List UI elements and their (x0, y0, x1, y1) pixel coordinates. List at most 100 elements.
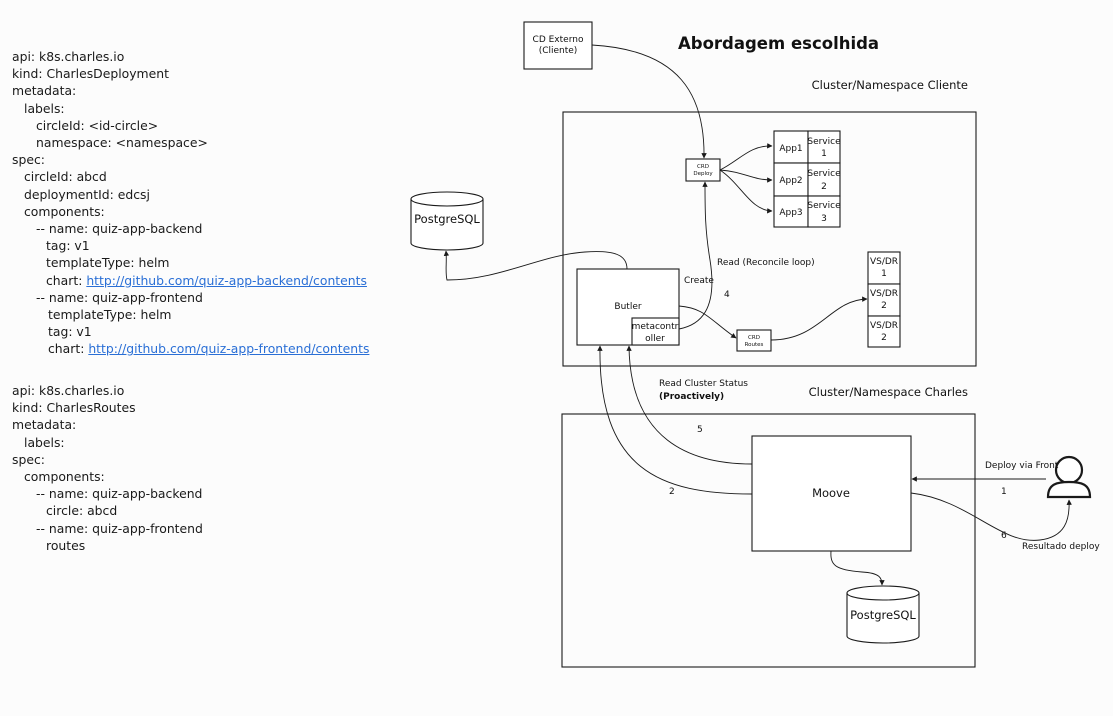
yaml-line: chart: http://github.com/quiz-app-backen… (46, 272, 367, 289)
connector-crd-to-app2 (719, 169, 773, 183)
yaml-line: circleId: abcd (24, 169, 107, 185)
yaml-line: tag: v1 (46, 238, 90, 254)
cluster-cliente-boundary (562, 111, 977, 367)
step-2-label: 2 (669, 487, 675, 497)
yaml-line: api: k8s.charles.io (12, 383, 125, 398)
connector-metacontroller-to-crd-deploy (678, 181, 713, 330)
yaml-line: api: k8s.charles.io (12, 49, 125, 64)
connector-moove-to-user (910, 492, 1072, 541)
app1-label: App1 (779, 144, 802, 154)
service3-label: Service (807, 201, 841, 211)
yaml-line: components: (24, 203, 105, 219)
vsdr-1-box: VS/DR 1 (867, 251, 901, 285)
resultado-deploy-label: Resultado deploy (1022, 542, 1100, 552)
vsdr-1-label: VS/DR (870, 257, 898, 267)
metacontroller-box: metacontr oller (631, 317, 680, 346)
chart-link-backend[interactable]: http://github.com/quiz-app-backend/conte… (86, 272, 367, 288)
butler-label: Butler (614, 302, 641, 312)
crd-routes-label: Routes (745, 342, 764, 348)
step-4-label: 4 (724, 290, 730, 300)
postgresql-bottom-database: PostgreSQL (846, 585, 920, 644)
yaml-line: deploymentId: edcsj (24, 186, 150, 202)
service2-box: Service 2 (807, 162, 841, 197)
crd-deploy-label: Deploy (693, 171, 713, 177)
crd-deploy-label: CRD (697, 164, 709, 170)
yaml-line: templateType: helm (46, 255, 170, 271)
yaml-line: routes (46, 537, 86, 553)
yaml-chart-key: chart: (48, 341, 89, 357)
vsdr-2-box: VS/DR 2 (867, 283, 901, 317)
yaml-line: -- name: quiz-app-frontend (36, 520, 203, 536)
moove-box: Moove (751, 435, 912, 552)
yaml-line: -- name: quiz-app-backend (36, 221, 203, 236)
cluster-charles-boundary (561, 413, 976, 668)
proactively-label: (Proactively) (659, 392, 724, 402)
cd-externo-label: (Cliente) (539, 46, 578, 56)
connector-butler-to-postgresql (443, 250, 628, 281)
app3-label: App3 (779, 208, 802, 218)
vsdr-3-label: 2 (881, 333, 887, 343)
user-icon (1046, 455, 1092, 499)
diagram-title: Abordagem escolhida (678, 34, 879, 53)
vsdr-3-box: VS/DR 2 (867, 315, 901, 348)
connector-moove-to-butler-5 (626, 345, 753, 465)
step-1-label: 1 (1001, 487, 1007, 497)
vsdr-3-label: VS/DR (870, 321, 898, 331)
connector-moove-to-butler-2 (597, 345, 753, 495)
postgresql-top-label: PostgreSQL (414, 212, 480, 226)
app2-label: App2 (779, 176, 802, 186)
cluster-charles-label: Cluster/Namespace Charles (809, 385, 968, 399)
service3-box: Service 3 (807, 195, 841, 228)
vsdr-1-label: 1 (881, 269, 887, 279)
connector-butler-to-crd-routes (678, 305, 737, 339)
yaml-line: circleId: <id-circle> (36, 117, 159, 133)
yaml-line: -- name: quiz-app-backend (36, 486, 203, 502)
crd-routes-label: CRD (748, 335, 760, 341)
yaml-line: namespace: <namespace> (36, 135, 208, 150)
cluster-cliente-label: Cluster/Namespace Cliente (812, 78, 968, 92)
read-cluster-status-label: Read Cluster Status (659, 379, 748, 389)
yaml-line: spec: (12, 451, 45, 467)
step-6-label: 6 (1001, 531, 1007, 541)
service1-label: Service (807, 137, 841, 147)
step-5-label: 5 (697, 425, 703, 435)
cd-externo-label: CD Externo (533, 35, 584, 45)
cd-externo-box: CD Externo (Cliente) (523, 21, 593, 70)
service1-label: 1 (821, 149, 827, 159)
yaml-line: circle: abcd (46, 503, 118, 519)
app3-box: App3 (773, 195, 809, 228)
yaml-line: tag: v1 (48, 324, 92, 340)
postgresql-bottom-label: PostgreSQL (850, 608, 916, 622)
connector-crd-to-app1 (719, 143, 773, 171)
service3-label: 3 (821, 214, 827, 224)
service2-label: Service (807, 169, 841, 179)
connector-cd-to-crd-deploy (591, 44, 707, 159)
app2-box: App2 (773, 162, 809, 197)
connector-crd-to-app3 (719, 169, 773, 214)
yaml-line: -- name: quiz-app-frontend (36, 289, 203, 305)
yaml-line: labels: (24, 434, 65, 450)
service1-box: Service 1 (807, 130, 841, 164)
yaml-line: chart: http://github.com/quiz-app-fronte… (48, 340, 369, 357)
connector-moove-to-postgresql (830, 550, 885, 586)
yaml-line: components: (24, 469, 105, 484)
app1-box: App1 (773, 130, 809, 164)
crd-routes-box: CRD Routes (736, 329, 772, 352)
yaml-line: labels: (24, 100, 65, 116)
metacontroller-label: metacontr (632, 322, 679, 332)
yaml-line: kind: CharlesRoutes (12, 400, 136, 416)
deploy-via-front-label: Deploy via Front (985, 461, 1059, 471)
yaml-chart-key: chart: (46, 272, 87, 288)
yaml-line: metadata: (12, 417, 77, 433)
vsdr-2-label: VS/DR (870, 289, 898, 299)
metacontroller-label: oller (645, 334, 665, 344)
vsdr-2-label: 2 (881, 301, 887, 311)
crd-deploy-box: CRD Deploy (685, 158, 721, 182)
service2-label: 2 (821, 182, 827, 192)
yaml-line: kind: CharlesDeployment (12, 66, 169, 82)
chart-link-frontend[interactable]: http://github.com/quiz-app-frontend/cont… (88, 341, 370, 357)
read-reconcile-label: Read (Reconcile loop) (717, 258, 815, 268)
yaml-line: templateType: helm (48, 307, 172, 322)
yaml-line: metadata: (12, 83, 77, 99)
